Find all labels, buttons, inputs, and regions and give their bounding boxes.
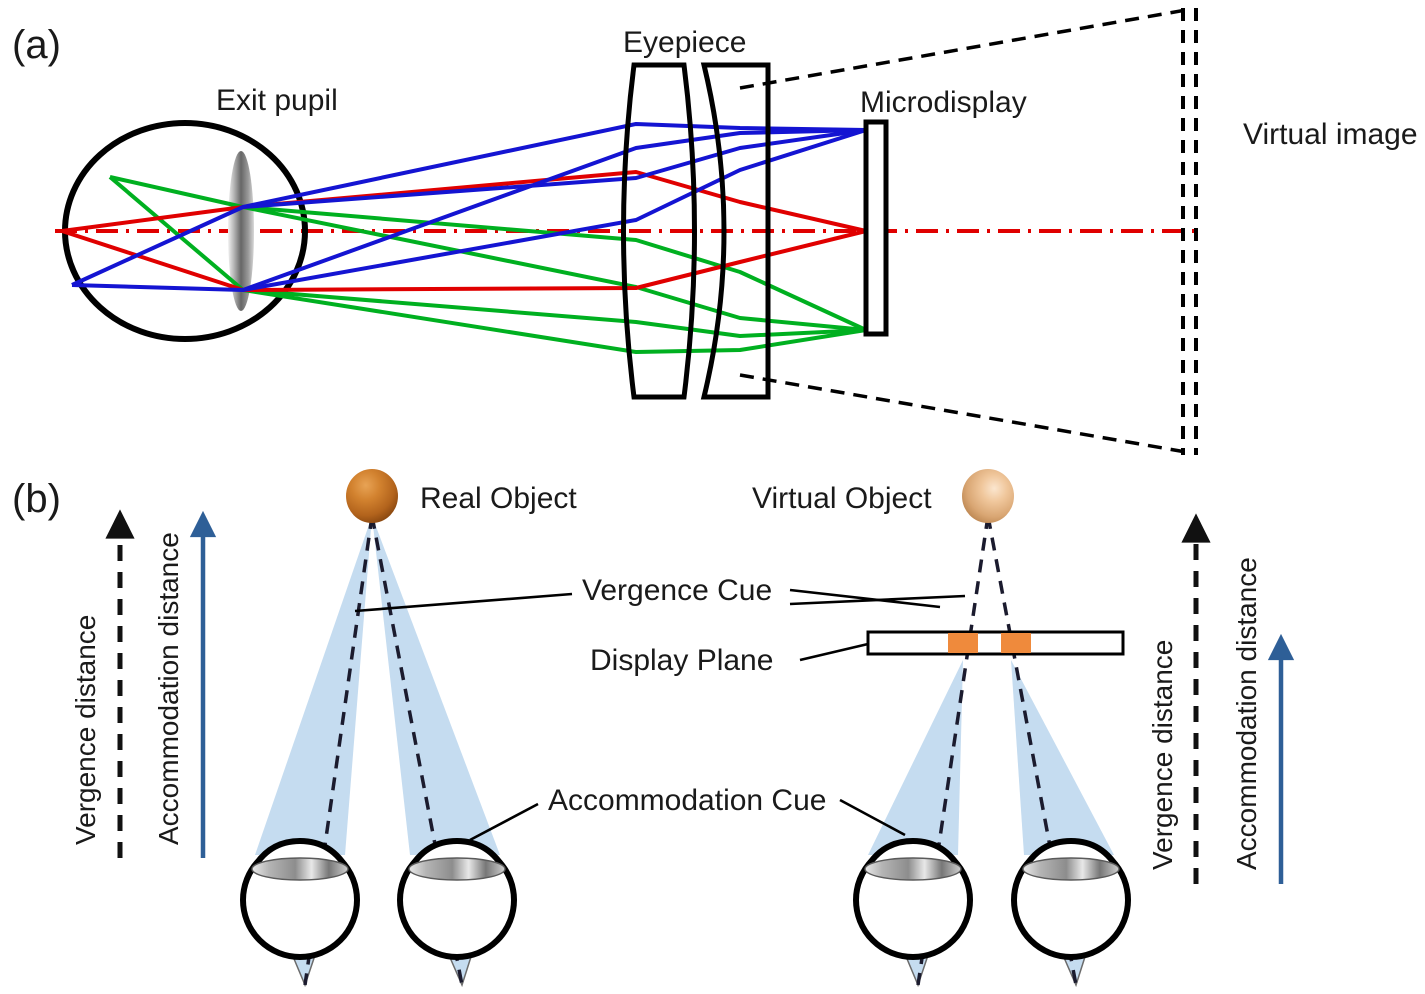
- right-scene-eye-right: [1011, 837, 1132, 960]
- panel-a-label: (a): [12, 23, 61, 67]
- display-plane-label: Display Plane: [590, 644, 773, 677]
- eyepiece-lens-2: [700, 62, 771, 400]
- display-plane-bar: [866, 630, 1125, 656]
- right-scene: Vergence distance Accommodation distance: [752, 469, 1295, 988]
- right-scene-eye-left: [853, 837, 974, 960]
- right-accommodation-distance-label: Accommodation distance: [1231, 557, 1262, 870]
- left-scene: Vergence distance Accommodation distance: [70, 469, 577, 988]
- panel-a: (a) Exit pupil Eyepiece Microdisplay Vir…: [12, 8, 1418, 455]
- left-eye-light-cone-L: [255, 516, 372, 855]
- virtual-image-cone-top: [739, 8, 1187, 90]
- left-eye-light-cone-R: [372, 516, 500, 855]
- eyepiece-label: Eyepiece: [623, 26, 746, 59]
- panel-b: (b) Vergence distance Accommodation dist…: [12, 469, 1295, 988]
- display-plane-leader: [799, 642, 869, 662]
- accommodation-cue-leader-right: [839, 798, 906, 837]
- vergence-cue-leader-right-a: [789, 588, 941, 609]
- right-eye-light-cone-R: [1011, 660, 1114, 855]
- eye-lens-ellipse: [1022, 857, 1120, 881]
- ray-bundle-red: [61, 170, 867, 292]
- vergence-cue-leader-left: [354, 592, 573, 613]
- real-object-label: Real Object: [420, 482, 577, 515]
- vergence-cue-leader-right-b: [789, 594, 966, 606]
- right-vergence-distance-label: Vergence distance: [1147, 640, 1178, 870]
- accommodation-cue-leader-left: [469, 802, 539, 842]
- exit-pupil-disc: [228, 151, 254, 311]
- left-vergence-line-L: [303, 515, 374, 986]
- real-object-sphere: [346, 469, 398, 523]
- microdisplay-panel: [863, 119, 889, 337]
- left-scene-eye-left: [240, 837, 361, 960]
- callouts: Vergence Cue Display Plane Accommodation…: [354, 574, 966, 842]
- eye-lens-ellipse: [864, 857, 962, 881]
- eyepiece-lens-1: [621, 62, 697, 400]
- ray-bundle-blue: [71, 122, 867, 292]
- vergence-cue-label: Vergence Cue: [582, 574, 772, 607]
- left-vergence-distance-label: Vergence distance: [70, 615, 101, 845]
- accommodation-cue-label: Accommodation Cue: [548, 784, 826, 817]
- right-eye-light-cone-L: [868, 660, 963, 855]
- virtual-object-sphere: [962, 469, 1014, 523]
- microdisplay-label: Microdisplay: [860, 86, 1027, 119]
- display-pixel-right: [1001, 633, 1031, 653]
- panel-b-label: (b): [12, 477, 61, 521]
- display-pixel-left: [948, 633, 978, 653]
- virtual-image-cone-bottom: [739, 373, 1187, 454]
- eye-lens-ellipse: [251, 857, 349, 881]
- virtual-image-label: Virtual image: [1243, 118, 1418, 151]
- exit-pupil-label: Exit pupil: [216, 84, 338, 117]
- eye-lens-ellipse: [408, 857, 506, 881]
- left-scene-eye-right: [397, 837, 518, 960]
- left-accommodation-distance-label: Accommodation distance: [153, 532, 184, 845]
- virtual-object-label: Virtual Object: [752, 482, 932, 515]
